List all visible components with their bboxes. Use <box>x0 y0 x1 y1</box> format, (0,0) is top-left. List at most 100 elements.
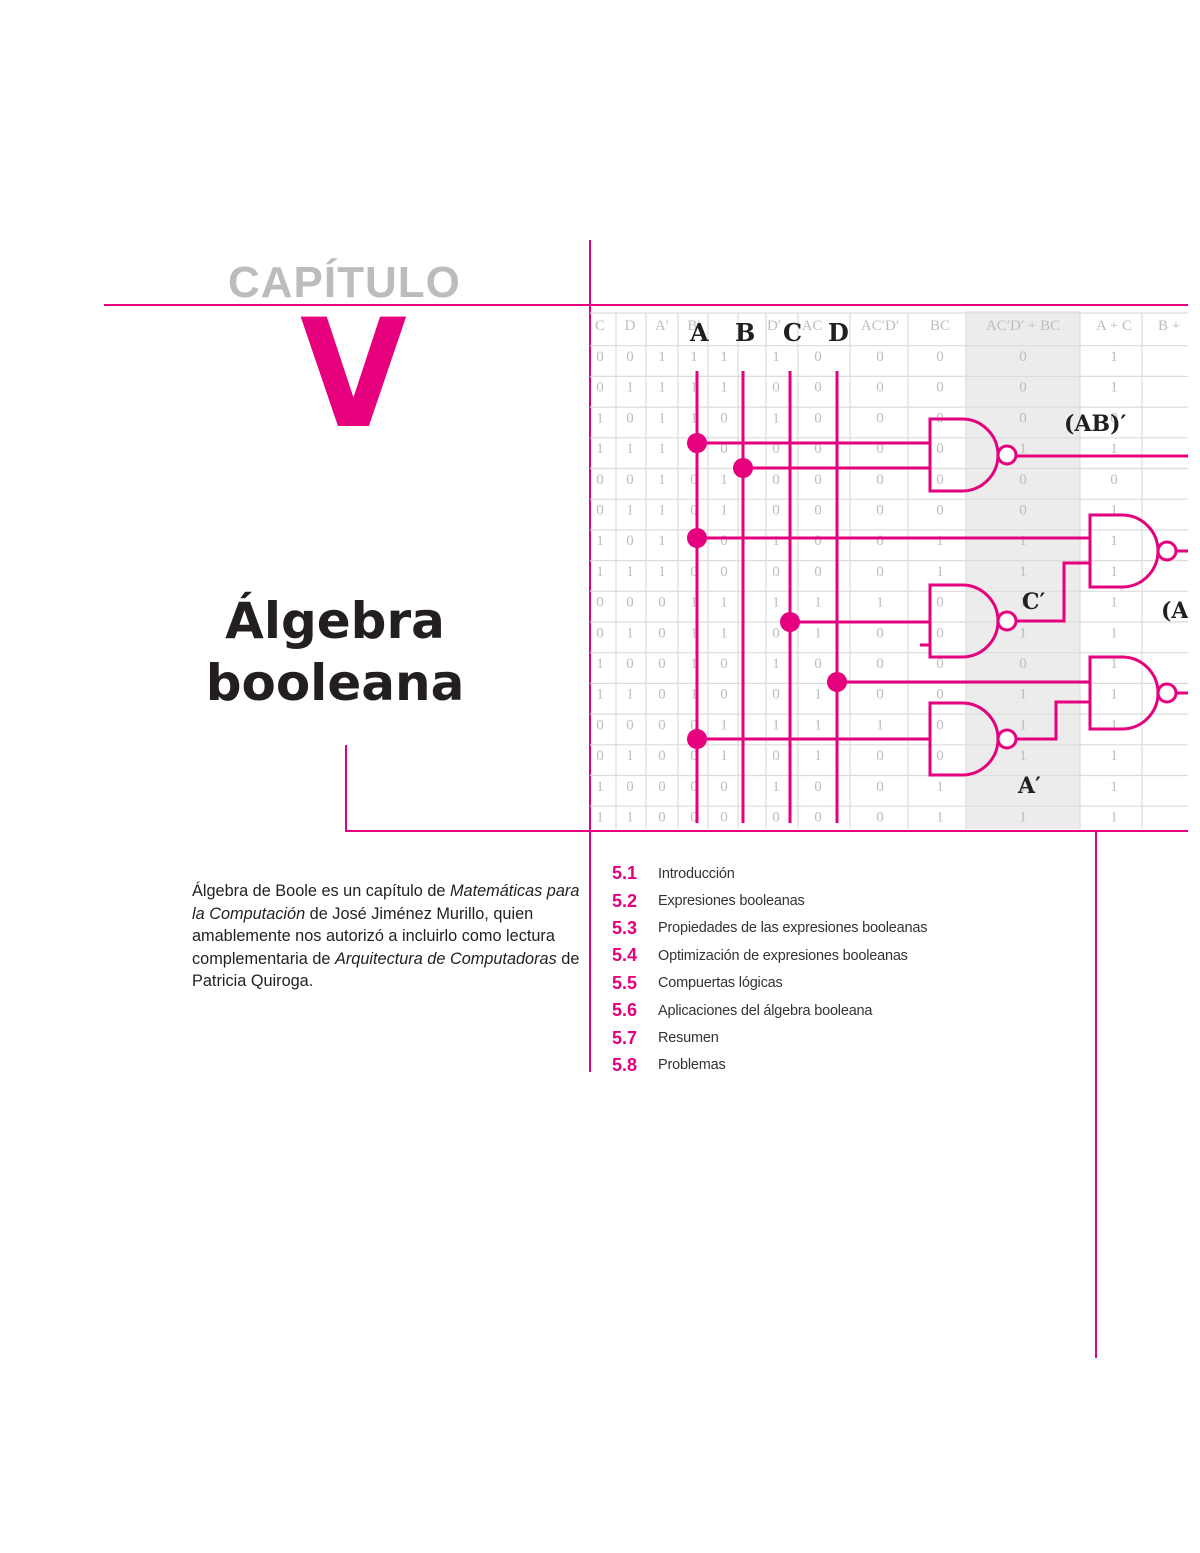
table-cell: 0 <box>596 380 604 396</box>
table-cell: 0 <box>814 472 822 488</box>
table-cell: 0 <box>720 410 728 426</box>
toc-label: Expresiones booleanas <box>658 893 805 910</box>
table-cell: 0 <box>876 349 884 365</box>
table-cell: 1 <box>814 595 822 611</box>
table-cell: 0 <box>936 503 944 519</box>
table-cell: 0 <box>936 656 944 672</box>
table-cell: 1 <box>1110 748 1118 764</box>
table-cell: 0 <box>596 472 604 488</box>
table-cell: 0 <box>772 625 780 641</box>
table-cell: 0 <box>720 656 728 672</box>
table-cell: 1 <box>720 748 728 764</box>
table-header-cell: AC′D′ <box>861 318 899 334</box>
circuit-label: C′ <box>1022 589 1046 615</box>
table-cell: 1 <box>720 717 728 733</box>
table-cell: 1 <box>596 564 604 580</box>
table-cell: 1 <box>1110 656 1118 672</box>
table-cell: 1 <box>596 533 604 549</box>
toc-number: 5.8 <box>612 1054 638 1075</box>
table-cell: 1 <box>1019 533 1027 549</box>
table-cell: 1 <box>772 656 780 672</box>
table-cell: 0 <box>936 748 944 764</box>
bottom-rule <box>345 830 1188 832</box>
table-header-cell: B + <box>1158 318 1180 334</box>
table-cell: 0 <box>936 717 944 733</box>
table-cell: 0 <box>936 595 944 611</box>
table-cell: 1 <box>814 687 822 703</box>
table-cell: 1 <box>720 472 728 488</box>
title-tick-rule <box>345 745 347 832</box>
table-cell: 1 <box>596 656 604 672</box>
table-cell: 0 <box>596 625 604 641</box>
table-cell: 1 <box>596 441 604 457</box>
logic-circuit <box>687 371 1188 823</box>
junction-dot <box>780 612 800 632</box>
table-cell: 0 <box>626 410 634 426</box>
table-cell: 0 <box>936 625 944 641</box>
toc-number: 5.3 <box>612 917 638 938</box>
table-cell: 1 <box>626 564 634 580</box>
table-cell: 0 <box>720 533 728 549</box>
junction-dot <box>687 433 707 453</box>
intro-text-2: de José Jiménez Murillo, quien amablemen… <box>192 904 555 968</box>
table-header-cell: AC′D′ + BC <box>986 318 1060 334</box>
table-cell: 0 <box>1110 472 1118 488</box>
table-cell: 0 <box>1019 380 1027 396</box>
table-cell: 1 <box>690 349 698 365</box>
table-cell: 1 <box>1110 595 1118 611</box>
circuit-label: (A <box>1161 598 1188 624</box>
table-cell: 0 <box>596 717 604 733</box>
table-cell: 0 <box>658 595 666 611</box>
inverter-bubble <box>996 728 1018 750</box>
table-cell: 1 <box>772 410 780 426</box>
table-cell: 0 <box>772 748 780 764</box>
intro-text-1: Álgebra de Boole es un capítulo de <box>192 882 450 900</box>
table-cell: 0 <box>658 779 666 795</box>
table-cell: 1 <box>1110 503 1118 519</box>
chapter-title: Álgebra booleana <box>200 590 470 714</box>
table-cell: 0 <box>1019 503 1027 519</box>
table-cell: 1 <box>626 810 634 826</box>
table-cell: 0 <box>936 380 944 396</box>
table-cell: 1 <box>658 472 666 488</box>
table-cell: 0 <box>596 503 604 519</box>
table-cell: 1 <box>720 625 728 641</box>
table-cell: 0 <box>814 503 822 519</box>
toc-label: Aplicaciones del álgebra booleana <box>658 1002 873 1019</box>
table-cell: 1 <box>1019 717 1027 733</box>
gate2-input-lines <box>790 620 930 647</box>
toc-label: Optimización de expresiones booleanas <box>658 947 908 964</box>
toc-label: Resumen <box>658 1030 719 1047</box>
table-cell: 0 <box>772 810 780 826</box>
table-cell: 0 <box>814 564 822 580</box>
table-cell: 1 <box>596 410 604 426</box>
table-cell: 1 <box>596 779 604 795</box>
table-cell: 1 <box>1019 748 1027 764</box>
table-cell: 0 <box>720 441 728 457</box>
table-cell: 0 <box>690 472 698 488</box>
table-cell: 0 <box>658 748 666 764</box>
table-cell: 0 <box>658 625 666 641</box>
table-cell: 1 <box>626 380 634 396</box>
table-cell: 0 <box>720 779 728 795</box>
table-cell: 1 <box>936 810 944 826</box>
table-cell: 1 <box>772 349 780 365</box>
table-cell: 0 <box>720 687 728 703</box>
table-cell: 1 <box>936 779 944 795</box>
table-cell: 0 <box>876 656 884 672</box>
table-cell: 0 <box>1019 410 1027 426</box>
table-cell: 0 <box>814 410 822 426</box>
table-cell: 1 <box>1110 717 1118 733</box>
table-cell: 0 <box>876 441 884 457</box>
table-cell: 1 <box>1019 441 1027 457</box>
table-cell: 1 <box>658 533 666 549</box>
left-vertical-rule <box>589 240 591 1072</box>
